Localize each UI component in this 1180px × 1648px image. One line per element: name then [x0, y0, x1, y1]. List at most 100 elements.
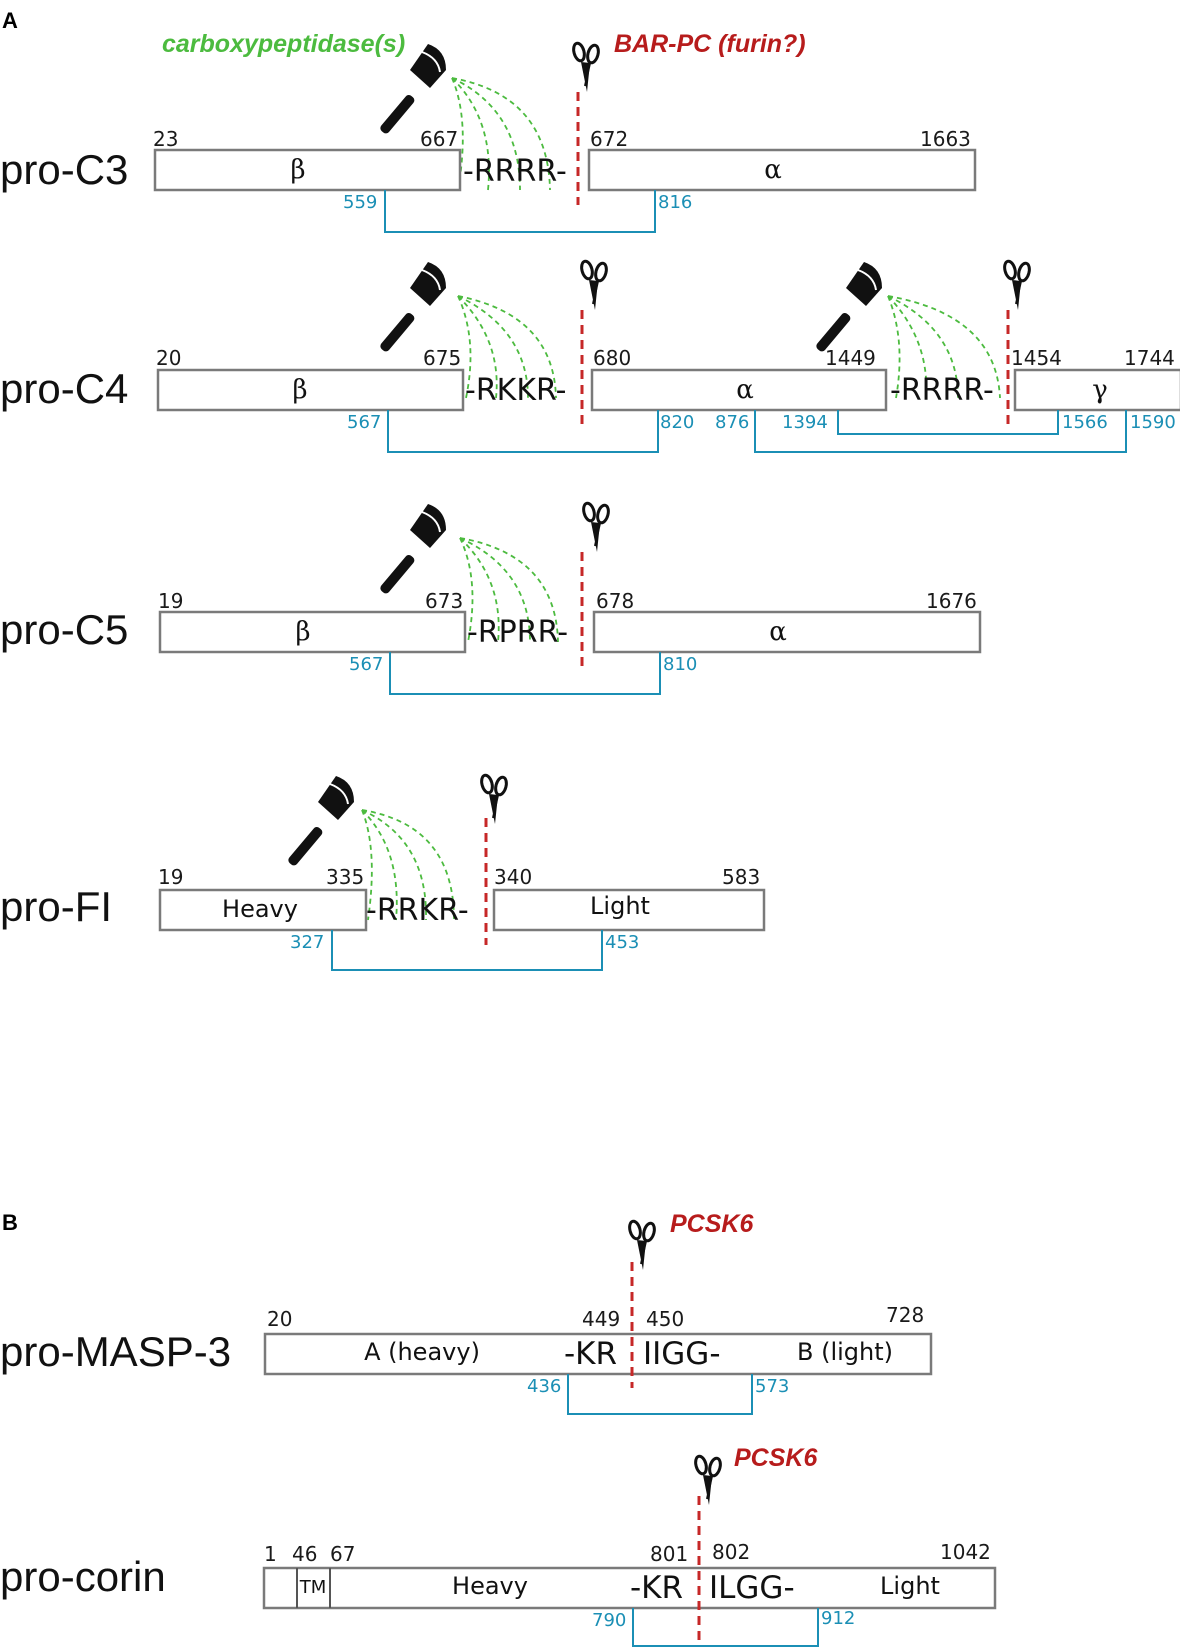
bond-residue: 567 — [347, 412, 381, 433]
residue-number: 1042 — [940, 1540, 991, 1564]
carboxypeptidase-arc — [361, 809, 398, 921]
panel-label-b: B — [2, 1210, 18, 1235]
residue-number: 67 — [330, 1542, 355, 1566]
light-label-corin: Light — [880, 1572, 940, 1600]
protein-name-c4: pro-C4 — [0, 365, 128, 412]
carboxypeptidase-arc — [361, 809, 427, 921]
bond-residue: 436 — [527, 1376, 561, 1397]
alpha-label-c5: α — [769, 617, 787, 647]
scissors-icon — [570, 40, 602, 94]
bond-residue: 327 — [290, 932, 324, 953]
masp3-chain-box — [263, 1332, 933, 1376]
cleavage-motif-fi: -RRKR- — [366, 893, 469, 928]
residue-number: 19 — [158, 865, 183, 889]
pcsk6-label-corin: PCSK6 — [734, 1444, 818, 1472]
disulfide-bond-c4 — [754, 410, 1127, 453]
residue-number: 23 — [153, 127, 178, 151]
scissors-icon — [580, 500, 612, 554]
residue-number: 801 — [650, 1542, 688, 1566]
alpha-chain-c4 — [590, 368, 888, 412]
residue-number: 680 — [593, 346, 631, 370]
bond-residue: 810 — [663, 654, 697, 675]
carboxypeptidase-arc — [451, 77, 490, 191]
carboxypeptidase-arc — [887, 295, 901, 399]
bond-residue: 912 — [821, 1608, 855, 1629]
disulfide-bond-fi — [331, 930, 603, 971]
cleavage-motif-right-masp3: IIGG- — [643, 1336, 721, 1372]
residue-number: 449 — [582, 1307, 620, 1331]
residue-number: 802 — [712, 1540, 750, 1564]
light-label-masp3: B (light) — [797, 1338, 893, 1366]
bond-residue: 1394 — [782, 412, 828, 433]
scissors-icon — [578, 258, 610, 312]
residue-number: 450 — [646, 1307, 684, 1331]
beta-chain-c5 — [158, 610, 467, 654]
residue-number: 20 — [267, 1307, 292, 1331]
alpha-chain-c5 — [592, 610, 982, 654]
gamma-label-c4: γ — [1092, 375, 1108, 405]
axe-icon — [377, 261, 447, 355]
bond-residue: 790 — [592, 1610, 626, 1631]
bond-residue: 1566 — [1062, 412, 1108, 433]
tm-label-corin: TM — [299, 1577, 327, 1598]
disulfide-bond-c5 — [389, 652, 661, 695]
carboxypeptidase-arc — [451, 77, 521, 191]
carboxypeptidase-arc — [459, 537, 474, 643]
carboxypeptidase-arc — [451, 77, 551, 191]
axe-icon — [377, 503, 447, 597]
bond-residue: 559 — [343, 192, 377, 213]
residue-number: 673 — [425, 589, 463, 613]
bond-residue: 820 — [660, 412, 694, 433]
beta-label-c3: β — [290, 155, 305, 185]
panel-label-a: A — [2, 8, 18, 33]
protein-name-c5: pro-C5 — [0, 606, 128, 653]
carboxypeptidase-arc — [361, 809, 373, 921]
axe-icon — [813, 261, 883, 355]
alpha-label-c4: α — [736, 375, 754, 405]
disulfide-bond-masp3 — [567, 1374, 753, 1415]
residue-number: 667 — [420, 127, 458, 151]
residue-number: 1744 — [1124, 346, 1175, 370]
bar-pc-label: BAR-PC (furin?) — [614, 30, 806, 58]
cleavage-motif-c5: -RPRR- — [467, 615, 568, 650]
disulfide-bond-corin — [632, 1608, 819, 1647]
pcsk6-label-masp3: PCSK6 — [670, 1210, 754, 1238]
carboxypeptidase-arc — [457, 295, 557, 399]
disulfide-bond-c4 — [387, 410, 659, 453]
residue-number: 19 — [158, 589, 183, 613]
scissors-icon — [478, 772, 510, 826]
residue-number: 340 — [494, 865, 532, 889]
residue-number: 1449 — [825, 346, 876, 370]
heavy-label-masp3: A (heavy) — [364, 1338, 480, 1366]
corin-chain-box — [262, 1566, 997, 1610]
light-chain-fi — [492, 888, 766, 932]
carboxypeptidase-arc — [361, 809, 455, 921]
beta-label-c4: β — [292, 375, 307, 405]
residue-number: 675 — [423, 346, 461, 370]
scissors-icon — [1001, 258, 1033, 312]
cleavage-motif-right-corin: ILGG- — [709, 1570, 795, 1606]
residue-number: 46 — [292, 1542, 317, 1566]
carboxypeptidase-arc — [457, 295, 498, 399]
beta-chain-c3 — [153, 148, 462, 192]
residue-number: 728 — [886, 1303, 924, 1327]
bond-residue: 567 — [349, 654, 383, 675]
axe-icon — [285, 775, 355, 869]
residue-number: 20 — [156, 346, 181, 370]
carboxypeptidase-label: carboxypeptidase(s) — [162, 30, 405, 58]
carboxypeptidase-arc — [459, 537, 531, 643]
alpha-chain-c3 — [587, 148, 977, 192]
cleavage-motif-c4-1: -RKKR- — [465, 373, 566, 408]
disulfide-bond-c4 — [837, 410, 1059, 435]
protein-name-fi: pro-FI — [0, 883, 112, 930]
residue-number: 583 — [722, 865, 760, 889]
cleavage-motif-c3: -RRRR- — [463, 154, 567, 189]
residue-number: 672 — [590, 127, 628, 151]
protein-name-c3: pro-C3 — [0, 146, 128, 193]
carboxypeptidase-arc — [887, 295, 928, 399]
carboxypeptidase-arc — [459, 537, 500, 643]
heavy-chain-fi — [158, 888, 368, 932]
carboxypeptidase-arc — [457, 295, 472, 399]
residue-number: 678 — [596, 589, 634, 613]
